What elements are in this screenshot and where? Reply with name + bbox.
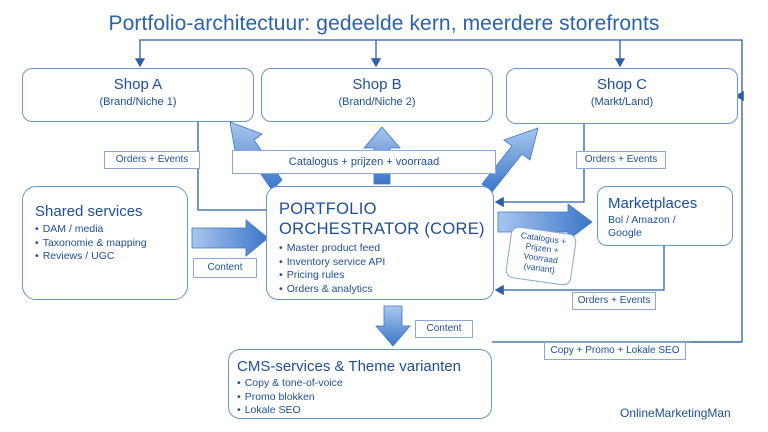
label-orders-events-c: Orders + Events	[576, 151, 666, 169]
core-list: Master product feed Inventory service AP…	[279, 242, 493, 296]
marketplace-orders-line	[494, 244, 665, 296]
list-item: Lokale SEO	[237, 404, 491, 418]
label-content-cms: Content	[415, 320, 473, 338]
cms-box: CMS-services & Theme varianten Copy & to…	[228, 349, 492, 419]
shop-b-name: Shop B	[352, 76, 402, 93]
list-item: Orders & analytics	[279, 283, 493, 297]
brand-logo-text: OnlineMarketingMan	[620, 406, 731, 420]
shopC-orders-line	[494, 124, 585, 208]
diagram-title: Portfolio-architectuur: gedeelde kern, m…	[108, 12, 660, 35]
core-title-line1: PORTFOLIO	[279, 200, 377, 218]
list-item: Inventory service API	[279, 256, 493, 270]
cms-title: CMS-services & Theme varianten	[237, 358, 461, 375]
shop-b-sub: (Brand/Niche 2)	[338, 96, 416, 108]
label-content-shared: Content	[193, 258, 257, 278]
list-item: Copy & tone-of-voice	[237, 377, 491, 391]
core-title-line2: ORCHESTRATOR (CORE)	[279, 220, 485, 238]
shop-c-box: Shop C (Markt/Land)	[506, 68, 738, 124]
label-orders-events-mp: Orders + Events	[572, 292, 656, 310]
arrow-core-to-cms	[375, 305, 411, 347]
shop-b-box: Shop B (Brand/Niche 2)	[261, 68, 493, 122]
label-catalogus-marketplaces: Catalogus + Prijzen + Voorraad (variant)	[504, 225, 578, 287]
shop-a-name: Shop A	[113, 76, 163, 93]
arrow-core-to-shopC	[481, 127, 539, 193]
cms-list: Copy & tone-of-voice Promo blokken Lokal…	[237, 377, 491, 418]
list-item: Master product feed	[279, 242, 493, 256]
list-item: Pricing rules	[279, 269, 493, 283]
shared-services-list: DAM / media Taxonomie & mapping Reviews …	[35, 223, 187, 264]
label-copy-promo-seo: Copy + Promo + Lokale SEO	[544, 342, 686, 360]
list-item: Taxonomie & mapping	[35, 237, 187, 251]
label-orders-events-a: Orders + Events	[104, 151, 200, 169]
marketplaces-line2: Google	[608, 227, 642, 239]
list-item: Promo blokken	[237, 391, 491, 405]
shop-a-sub: (Brand/Niche 1)	[99, 96, 177, 108]
list-item: DAM / media	[35, 223, 187, 237]
arrow-shared-to-core	[191, 219, 269, 257]
shop-c-name: Shop C	[596, 76, 648, 93]
shared-services-title: Shared services	[35, 203, 143, 220]
marketplaces-box: Marketplaces Bol / Amazon / Google	[597, 186, 733, 246]
marketplaces-title: Marketplaces	[608, 195, 698, 212]
marketplaces-line1: Bol / Amazon /	[608, 214, 676, 226]
shop-a-box: Shop A (Brand/Niche 1)	[22, 68, 254, 122]
shop-c-sub: (Markt/Land)	[590, 96, 654, 108]
catalogus-mp-text: Catalogus + Prijzen + Voorraad (variant)	[520, 230, 567, 276]
label-catalogus: Catalogus + prijzen + voorraad	[232, 150, 496, 174]
shopA-orders-line	[197, 121, 280, 216]
shared-services-box: Shared services DAM / media Taxonomie & …	[22, 186, 188, 300]
list-item: Reviews / UGC	[35, 250, 187, 264]
core-box: PORTFOLIO ORCHESTRATOR (CORE) Master pro…	[266, 186, 494, 300]
